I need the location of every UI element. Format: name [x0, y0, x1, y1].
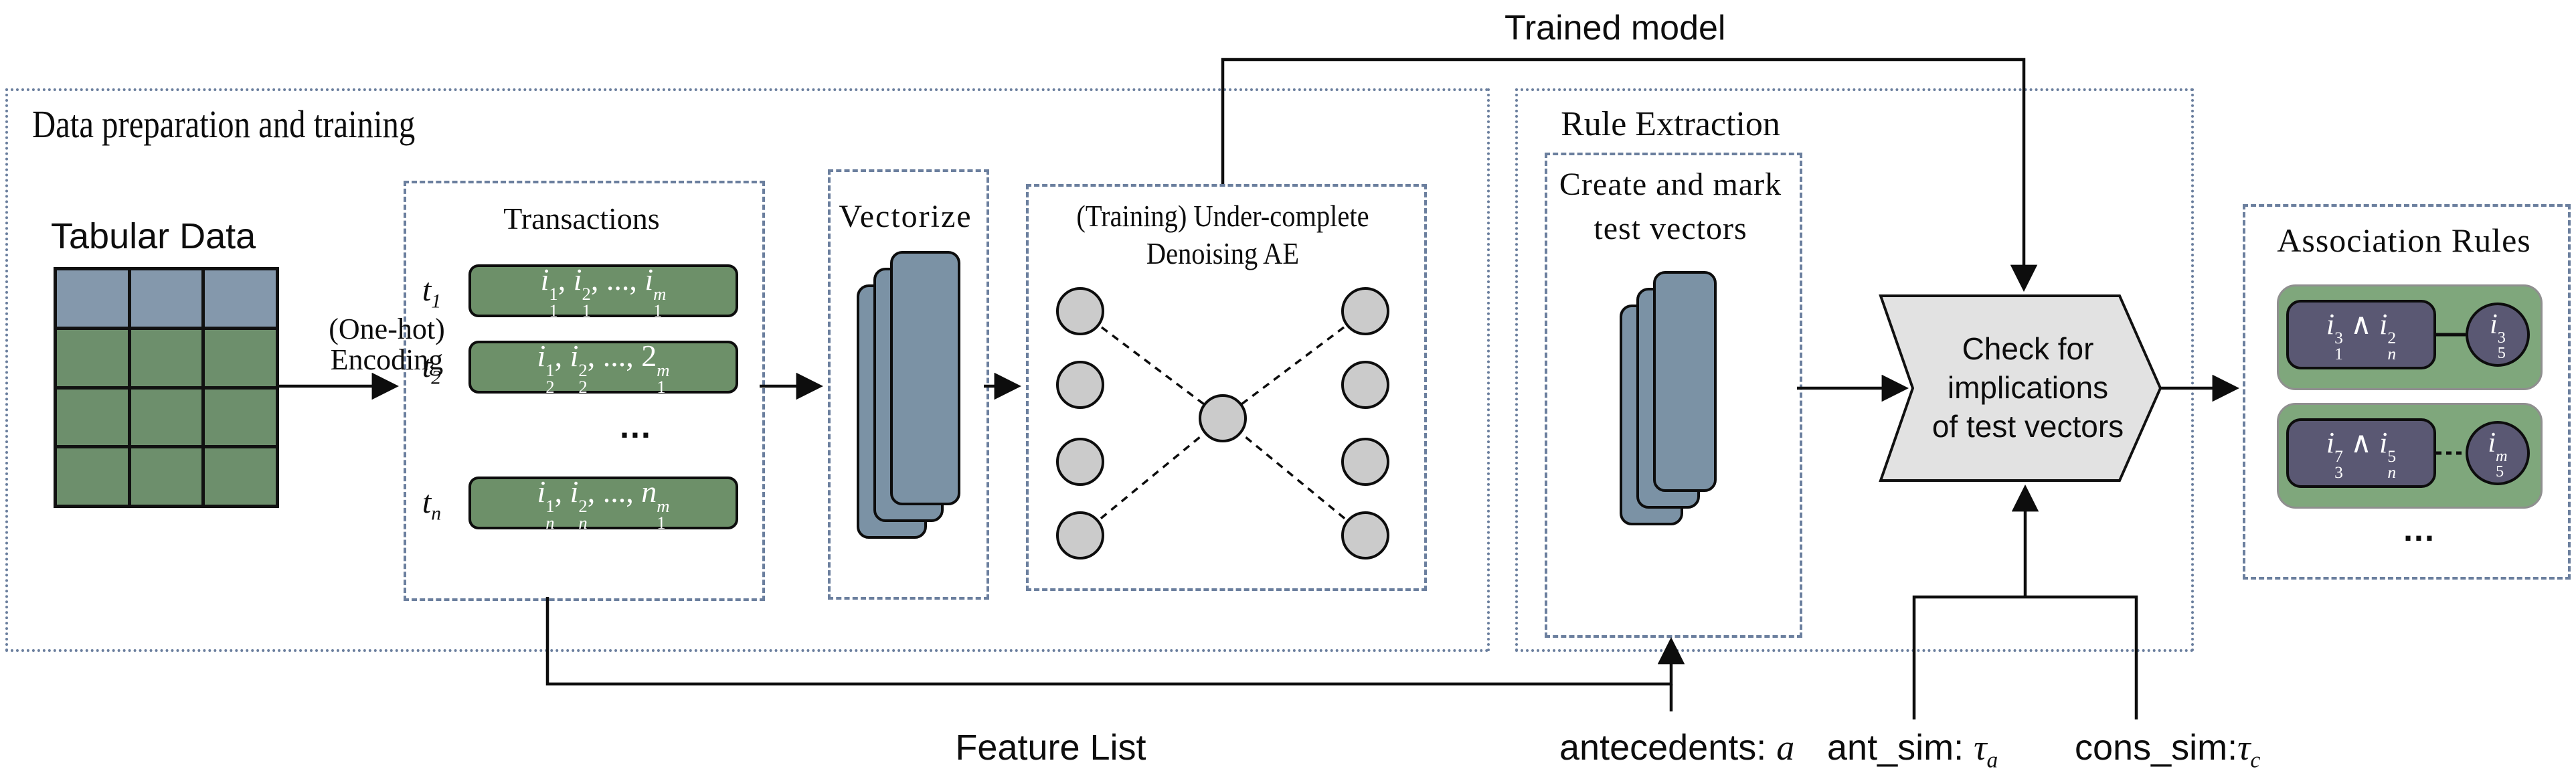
ae-input-node [1056, 511, 1104, 560]
feature-list-label: Feature List [955, 727, 1146, 768]
rules-ellipsis: ... [2403, 511, 2435, 548]
cons-sim-label: cons_sim:τc [2075, 727, 2261, 773]
ae-input-node [1056, 287, 1104, 335]
ae-input-node [1056, 361, 1104, 409]
cons-sim-var: τc [2237, 727, 2261, 773]
ae-input-node [1056, 438, 1104, 486]
one-hot-label-line1: (One-hot) [329, 313, 445, 345]
transaction-row-label: tn [422, 485, 442, 525]
antecedents-label: antecedents: a [1559, 727, 1795, 768]
table-cell [57, 389, 128, 446]
data-preparation-title: Data preparation and training [32, 102, 416, 146]
table-cell [131, 329, 202, 386]
table-cell [57, 329, 128, 386]
table-header-cell [205, 270, 276, 327]
ae-output-node [1341, 438, 1389, 486]
table-cell [205, 389, 276, 446]
ae-title-line2: Denoising AE [1146, 236, 1300, 270]
create-mark-title-line2: test vectors [1594, 211, 1747, 246]
table-cell [57, 448, 128, 505]
check-line2: implications [1947, 370, 2109, 405]
ae-latent-node [1199, 394, 1247, 442]
association-rules-title: Association Rules [2277, 222, 2531, 259]
table-header-cell [57, 270, 128, 327]
vector-layer [890, 251, 960, 505]
trained-model-label: Trained model [1505, 9, 1726, 48]
ant-sim-label: ant_sim: τa [1827, 727, 1998, 773]
tabular-data-table [54, 267, 279, 508]
antecedents-var: a [1776, 727, 1795, 768]
transactions-ellipsis: ... [620, 408, 652, 445]
vectorize-title: Vectorize [839, 199, 972, 234]
table-cell [131, 448, 202, 505]
transactions-title: Transactions [503, 201, 660, 236]
check-line1: Check for [1962, 331, 2094, 366]
ae-output-node [1341, 511, 1389, 560]
one-hot-label-line2: Encoding [330, 343, 444, 376]
ae-output-node [1341, 287, 1389, 335]
create-mark-title-line1: Create and mark [1559, 167, 1782, 202]
rule-extraction-title: Rule Extraction [1561, 105, 1780, 143]
ant-sim-var: τa [1974, 727, 1998, 773]
table-cell [205, 448, 276, 505]
ae-title-line1: (Training) Under-complete [1076, 199, 1369, 233]
tabular-data-label: Tabular Data [51, 216, 256, 256]
table-cell [205, 329, 276, 386]
test-vector-layer [1653, 271, 1717, 492]
check-line3: of test vectors [1931, 409, 2124, 444]
table-header-cell [131, 270, 202, 327]
table-cell [131, 389, 202, 446]
association-rules-box [2243, 204, 2571, 580]
transaction-row-label: t1 [422, 272, 442, 313]
ae-output-node [1341, 361, 1389, 409]
transaction-row-label: t2 [422, 349, 442, 389]
